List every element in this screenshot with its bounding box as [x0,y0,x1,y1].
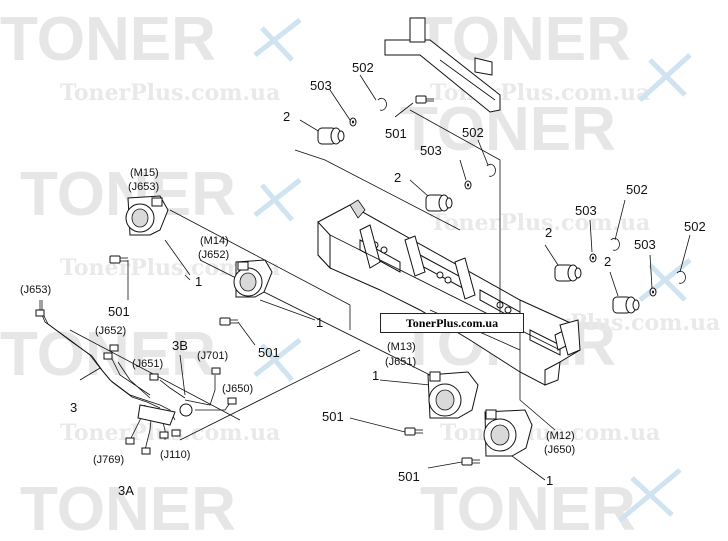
connector-j650 [227,397,237,405]
watermark-site: TonerPlus.com.ua [440,420,660,446]
site-banner: TonerPlus.com.ua [380,313,524,333]
watermark-brand: TONER [0,5,216,74]
label-j110: (J110) [160,449,190,461]
main-frame [317,199,581,386]
callout-501: 501 [398,469,420,484]
label-j653-m15: (J653) [128,181,159,193]
callout-501: 501 [108,304,130,319]
label-j651-harness: (J651) [132,358,163,370]
callout-503: 503 [420,143,442,158]
callout-3b: 3B [172,338,188,353]
callout-2: 2 [283,109,290,124]
gears [317,127,640,314]
callout-502: 502 [352,60,374,75]
label-j650-m12: (J650) [544,444,575,456]
motor-m12 [483,409,533,457]
watermark-brand: TONER [420,475,636,541]
watermark-site: TonerPlus.com.ua [60,80,280,106]
callout-502: 502 [684,219,706,234]
callout-2: 2 [545,225,552,240]
callout-2: 2 [394,170,401,185]
label-j650-harness: (J650) [222,383,253,395]
callout-1: 1 [372,368,379,383]
label-m12: (M12) [546,430,575,442]
callout-503: 503 [310,78,332,93]
label-m13: (M13) [387,341,416,353]
gear-2c [554,264,582,282]
label-j653-harness: (J653) [20,284,51,296]
motor-m13 [427,371,479,419]
gear-2a [317,127,345,145]
gear-2b [425,194,453,212]
gear-2d [612,296,640,314]
label-j651-m13: (J651) [385,356,416,368]
connector-j769 [125,437,135,445]
callout-2: 2 [604,254,611,269]
connector-j653 [35,309,45,317]
callout-1: 1 [546,473,553,488]
callout-503: 503 [575,203,597,218]
callout-502: 502 [462,125,484,140]
callout-502: 502 [626,182,648,197]
screws [109,95,480,466]
motors [125,195,533,457]
label-j701: (J701) [197,350,228,362]
watermark-swoosh-icon [253,18,692,522]
screw-501-m14 [219,317,238,326]
label-j769: (J769) [93,454,124,466]
wire-harness [35,300,237,455]
connector-j651 [149,373,159,381]
callout-501: 501 [322,409,344,424]
callout-503: 503 [634,237,656,252]
screw-501-top [415,95,434,104]
washers-and-clips [349,97,686,297]
watermark-brand: TONER [400,95,616,164]
label-m14: (M14) [200,235,229,247]
label-j652-m14: (J652) [198,249,229,261]
callout-3: 3 [70,400,77,415]
motor-m15 [125,195,169,236]
callout-1: 1 [316,315,323,330]
connector-j110 [159,431,169,439]
callout-501: 501 [385,126,407,141]
label-m15: (M15) [130,167,159,179]
screw-501-m13 [404,427,423,436]
callout-labels: (M15) (J653) (M14) (J652) (M13) (J651) (… [20,60,706,498]
watermark-site: TonerPlus.com.ua [430,210,650,236]
label-j652-harness: (J652) [95,325,126,337]
callout-501: 501 [258,345,280,360]
callout-1: 1 [195,274,202,289]
connector-j652 [103,352,113,360]
screw-501-m15 [109,255,128,264]
connector-j701 [211,367,221,375]
screw-501-m12 [461,457,480,466]
watermark-brand: TONER [20,475,236,541]
motor-m14 [233,259,273,298]
top-bracket [384,17,501,113]
callout-3a: 3A [118,483,134,498]
